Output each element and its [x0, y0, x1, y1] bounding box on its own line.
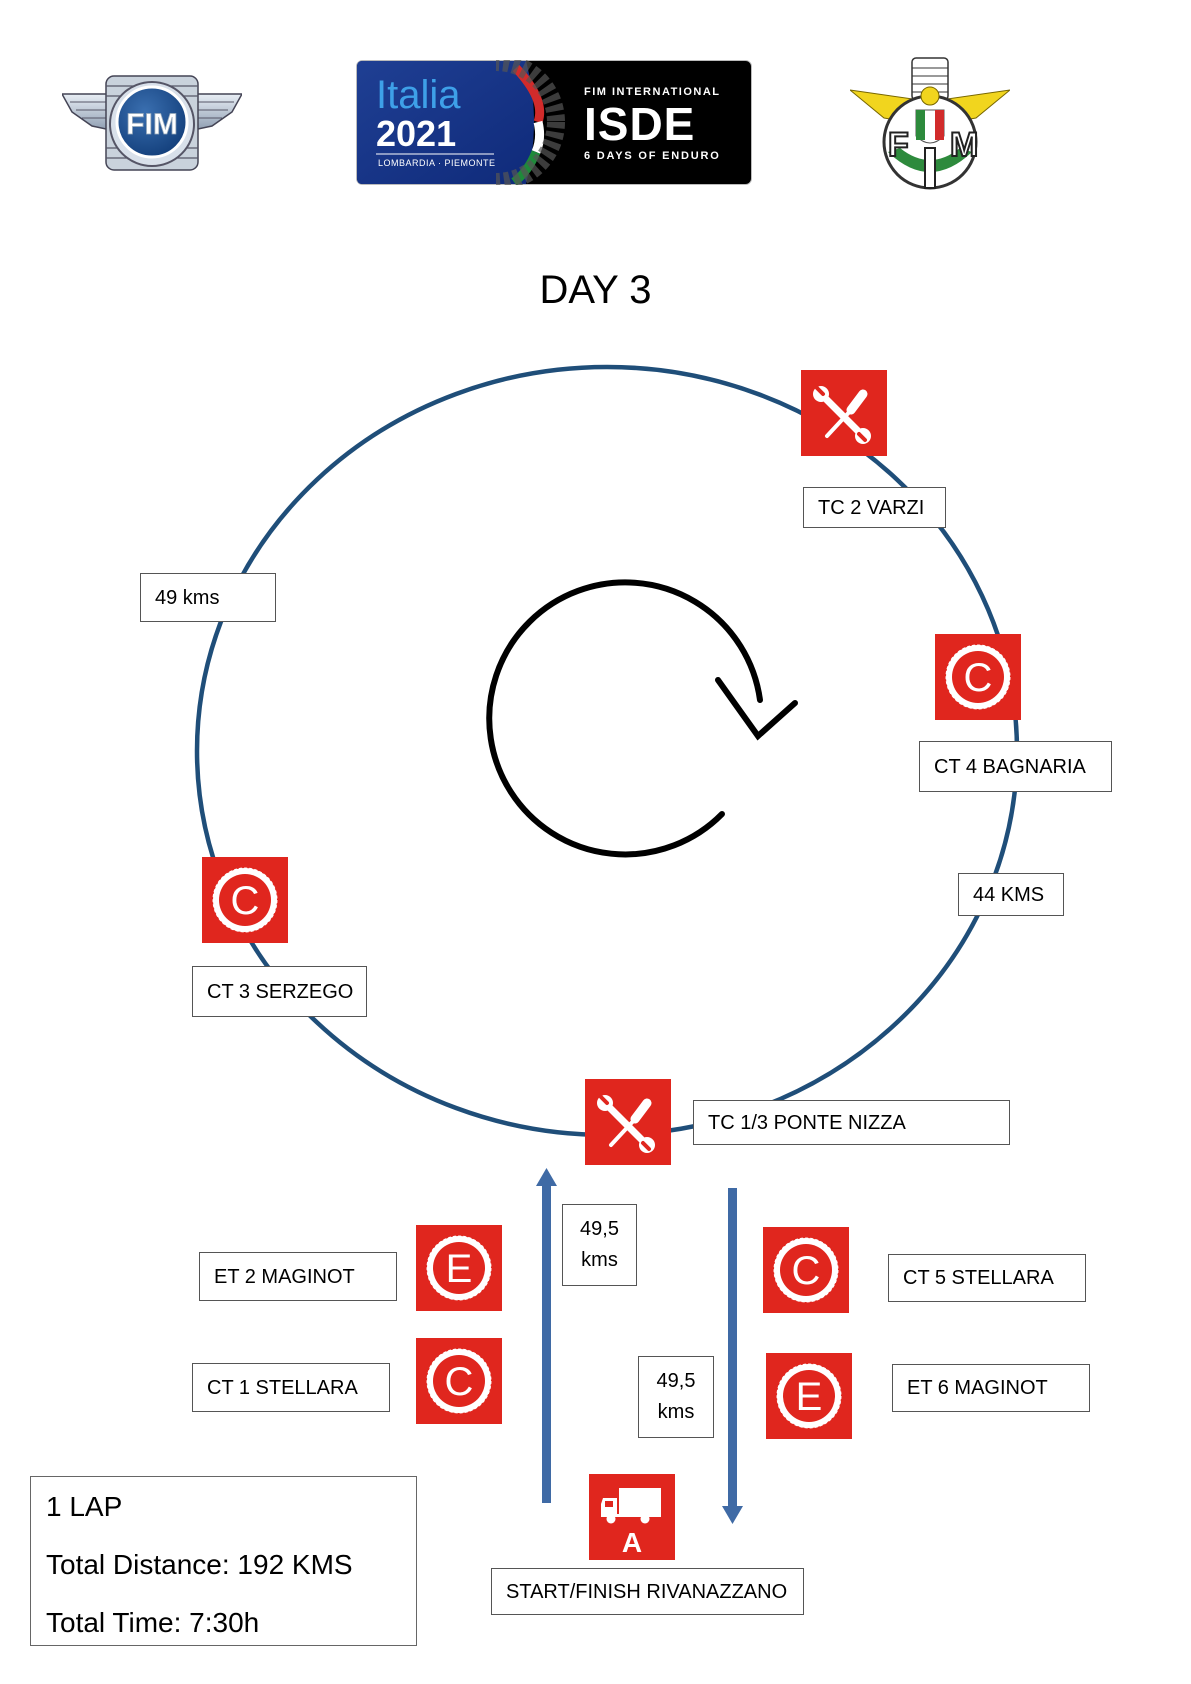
- clockwise-arrow-icon: [486, 579, 798, 858]
- brand-event: ISDE: [584, 98, 695, 150]
- control-label-tc2: TC 2 VARZI: [803, 487, 946, 528]
- route-loop: [194, 364, 1020, 1138]
- isde-logo: Italia 2021 LOMBARDIA · PIEMONTE FIM INT…: [356, 60, 752, 185]
- distance-label-left-arc: 49 kms: [140, 573, 276, 622]
- arrow-down-icon: [722, 1188, 743, 1524]
- svg-text:C: C: [792, 1249, 821, 1293]
- control-label-et6: ET 6 MAGINOT: [892, 1364, 1090, 1412]
- svg-text:C: C: [445, 1360, 474, 1404]
- svg-text:E: E: [446, 1247, 473, 1291]
- c-special-test-icon: C: [202, 857, 288, 943]
- brand-line1: Italia: [376, 73, 461, 117]
- truck-paddock-icon: A: [589, 1474, 675, 1560]
- control-label-ct3: CT 3 SERZEGO: [192, 966, 367, 1017]
- control-label-ct5: CT 5 STELLARA: [888, 1254, 1086, 1302]
- fmi-logo: F M: [848, 52, 1012, 192]
- brand-tagline: 6 DAYS OF ENDURO: [584, 150, 721, 162]
- wrench-screwdriver-icon: [801, 370, 887, 456]
- summary-laps: 1 LAP: [46, 1491, 123, 1522]
- fim-logo-text: FIM: [126, 108, 178, 141]
- e-special-test-icon: E: [766, 1353, 852, 1439]
- fmi-letter-f: F: [888, 126, 909, 164]
- arrow-up-icon: [536, 1168, 557, 1503]
- control-label-ct1: CT 1 STELLARA: [192, 1363, 390, 1412]
- control-label-start-finish: START/FINISH RIVANAZZANO: [491, 1568, 804, 1615]
- control-label-ct4: CT 4 BAGNARIA: [919, 741, 1112, 792]
- control-label-tc13: TC 1/3 PONTE NIZZA: [693, 1100, 1010, 1145]
- control-label-et2: ET 2 MAGINOT: [199, 1252, 397, 1301]
- brand-org: FIM INTERNATIONAL: [584, 86, 721, 98]
- summary-time: Total Time: 7:30h: [46, 1607, 260, 1638]
- c-special-test-icon: C: [416, 1338, 502, 1424]
- brand-region: LOMBARDIA · PIEMONTE: [378, 158, 496, 168]
- fim-logo: FIM: [60, 72, 244, 172]
- distance-label-right-arc: 44 KMS: [958, 873, 1064, 916]
- svg-text:A: A: [622, 1527, 642, 1558]
- fmi-letter-m: M: [950, 126, 978, 164]
- c-special-test-icon: C: [763, 1227, 849, 1313]
- c-special-test-icon: C: [935, 634, 1021, 720]
- brand-line2: 2021: [376, 113, 456, 154]
- summary-box: 1 LAP Total Distance: 192 KMS Total Time…: [30, 1476, 417, 1646]
- summary-distance: Total Distance: 192 KMS: [46, 1549, 353, 1580]
- distance-label-down-leg: 49,5 kms: [638, 1356, 714, 1438]
- svg-text:C: C: [231, 879, 260, 923]
- e-special-test-icon: E: [416, 1225, 502, 1311]
- svg-text:E: E: [796, 1375, 823, 1419]
- page-title: DAY 3: [539, 268, 652, 312]
- wrench-screwdriver-icon: [585, 1079, 671, 1165]
- svg-text:C: C: [964, 656, 993, 700]
- distance-label-up-leg: 49,5 kms: [562, 1204, 637, 1286]
